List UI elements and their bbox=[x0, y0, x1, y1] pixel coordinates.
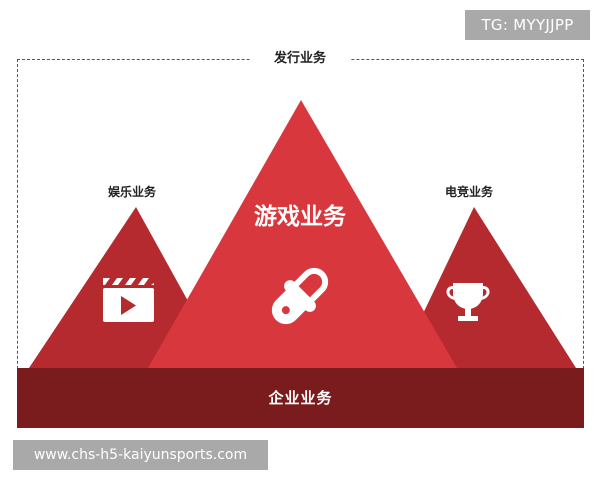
game-controller-icon bbox=[271, 267, 329, 325]
right-label: 电竞业务 bbox=[444, 185, 493, 199]
trophy-icon bbox=[446, 283, 490, 321]
clapperboard-icon bbox=[103, 278, 154, 322]
base-label: 企业业务 bbox=[268, 389, 333, 407]
base-bar: 企业业务 bbox=[17, 368, 584, 428]
center-label: 游戏业务 bbox=[254, 204, 346, 230]
tg-watermark: TG: MYYJJPP bbox=[465, 10, 590, 40]
url-watermark: www.chs-h5-kaiyunsports.com bbox=[13, 440, 268, 470]
left-label: 娱乐业务 bbox=[107, 185, 156, 199]
top-label: 发行业务 bbox=[250, 47, 350, 71]
center-triangle bbox=[148, 100, 457, 368]
